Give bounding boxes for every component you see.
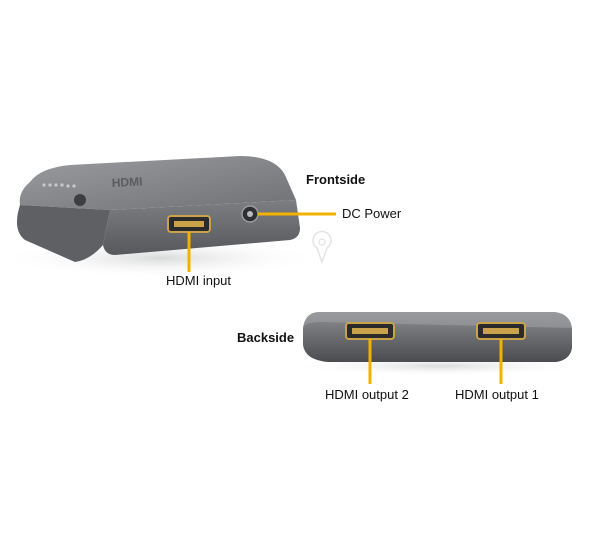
callout-lines <box>187 212 503 384</box>
led-row <box>42 183 76 188</box>
hdmi-input-label: HDMI input <box>166 273 232 288</box>
front-device: HDMI <box>0 156 320 278</box>
hdmi-output-2-label: HDMI output 2 <box>325 387 409 402</box>
hdmi-output-1-label: HDMI output 1 <box>455 387 539 402</box>
watermark-pin-icon <box>312 230 332 265</box>
back-device <box>290 312 590 376</box>
backside-label: Backside <box>237 330 295 345</box>
device-logo: HDMI <box>111 174 142 190</box>
dc-power-label: DC Power <box>342 206 402 221</box>
frontside-label: Frontside <box>306 172 366 187</box>
power-button <box>74 194 86 206</box>
